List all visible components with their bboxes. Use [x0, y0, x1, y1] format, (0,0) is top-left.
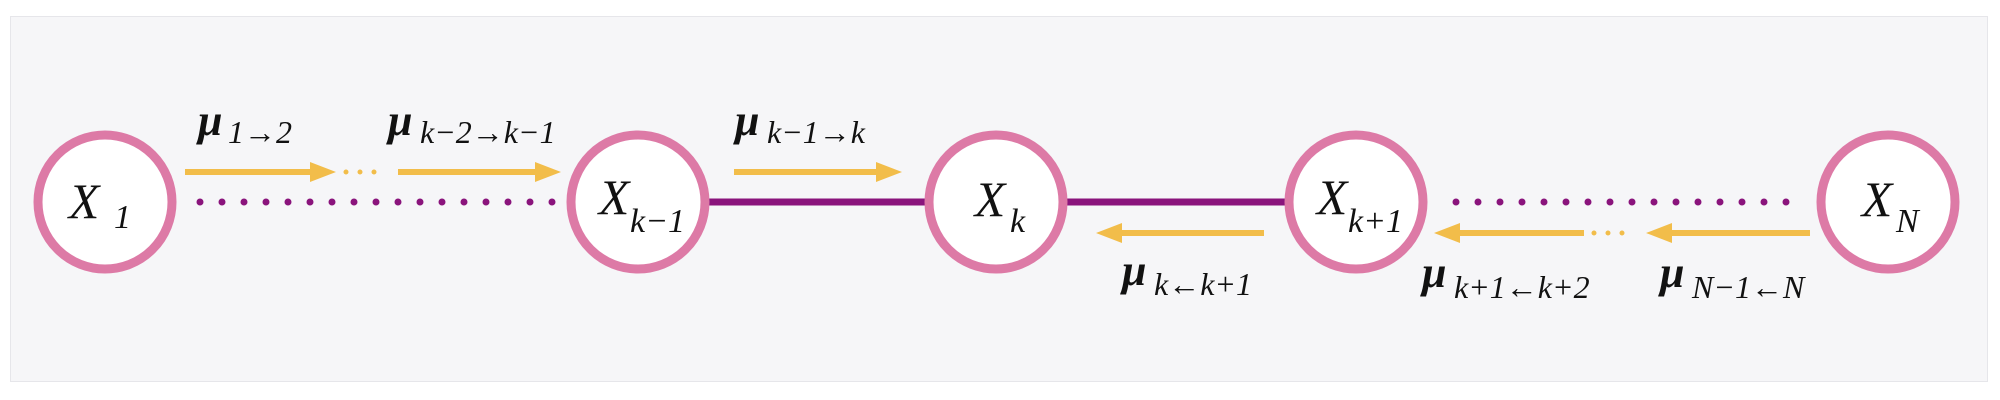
svg-text:μ: μ	[1420, 248, 1446, 297]
label-m12: μ 1→2	[196, 96, 292, 150]
svg-text:μ: μ	[733, 96, 759, 145]
node-x1-sub: 1	[114, 199, 131, 236]
node-xn-main: X	[1860, 171, 1895, 227]
label-mk1k2: μ k+1←k+2	[1420, 248, 1590, 305]
label-mk1k-sub: k−1→k	[767, 114, 866, 150]
svg-text:k−1: k−1	[630, 203, 685, 240]
svg-text:μ: μ	[386, 96, 412, 145]
node-xk: X k	[924, 130, 1068, 274]
svg-text:N: N	[1895, 203, 1921, 240]
svg-text:μ: μ	[1658, 248, 1684, 297]
svg-text:X: X	[1315, 169, 1350, 225]
label-mk1k: μ k−1→k	[733, 96, 866, 150]
node-xkp1: X k+1	[1284, 130, 1428, 274]
arrow-mk1k2-head	[1434, 223, 1460, 243]
node-xk-main: X	[973, 171, 1008, 227]
svg-text:k−2→k−1: k−2→k−1	[420, 114, 556, 150]
arrow-mkk1-head	[1096, 223, 1122, 243]
svg-text:k+1: k+1	[1348, 203, 1403, 240]
node-x1-main: X	[67, 173, 102, 229]
svg-text:k+1←k+2: k+1←k+2	[1454, 269, 1590, 305]
node-xkp1-main: X	[1315, 169, 1350, 225]
arrow-mn1n-head	[1646, 223, 1672, 243]
node-xkm1-sub: k−1	[630, 203, 685, 240]
svg-text:μ: μ	[1120, 246, 1146, 295]
svg-text:μ: μ	[196, 96, 222, 145]
label-mk1k2-sub: k+1←k+2	[1454, 269, 1590, 305]
label-m12-sub: 1→2	[228, 114, 292, 150]
label-mkk1-sub: k←k+1	[1154, 266, 1252, 302]
label-mk2k1-sub: k−2→k−1	[420, 114, 556, 150]
svg-text:1: 1	[114, 199, 131, 236]
arrow-m12-head	[310, 162, 336, 182]
svg-text:k: k	[1010, 203, 1026, 240]
svg-text:X: X	[597, 169, 632, 225]
arrow-mk2k1-head	[535, 162, 561, 182]
node-xn-sub: N	[1895, 203, 1921, 240]
label-mn1n: μ N−1←N	[1658, 248, 1806, 305]
svg-text:k−1→k: k−1→k	[767, 114, 866, 150]
svg-text:X: X	[67, 173, 102, 229]
label-mn1n-sub: N−1←N	[1691, 269, 1806, 305]
node-xkp1-sub: k+1	[1348, 203, 1403, 240]
nodes: X 1 X k−1 X k	[33, 130, 1960, 274]
label-m12-mu: μ	[196, 96, 222, 145]
node-xkm1-main: X	[597, 169, 632, 225]
svg-text:X: X	[1860, 171, 1895, 227]
message-arrows	[185, 162, 1810, 243]
arrow-mk1k-head	[876, 162, 902, 182]
label-mkk1-mu: μ	[1120, 246, 1146, 295]
svg-text:X: X	[973, 171, 1008, 227]
node-xkm1: X k−1	[566, 130, 710, 274]
label-mk2k1-mu: μ	[386, 96, 412, 145]
label-mk2k1: μ k−2→k−1	[386, 96, 556, 150]
node-xk-sub: k	[1010, 203, 1026, 240]
label-mkk1: μ k←k+1	[1120, 246, 1252, 302]
node-xn: X N	[1816, 130, 1960, 274]
svg-text:1→2: 1→2	[228, 114, 292, 150]
node-x1: X 1	[33, 130, 177, 274]
label-mk1k-mu: μ	[733, 96, 759, 145]
label-mk1k2-mu: μ	[1420, 248, 1446, 297]
svg-text:N−1←N: N−1←N	[1691, 269, 1806, 305]
svg-text:k←k+1: k←k+1	[1154, 266, 1252, 302]
label-mn1n-mu: μ	[1658, 248, 1684, 297]
message-labels: μ 1→2 μ k−2→k−1 μ k−1→k μ k←k+1 μ k+1←k+…	[196, 96, 1806, 305]
